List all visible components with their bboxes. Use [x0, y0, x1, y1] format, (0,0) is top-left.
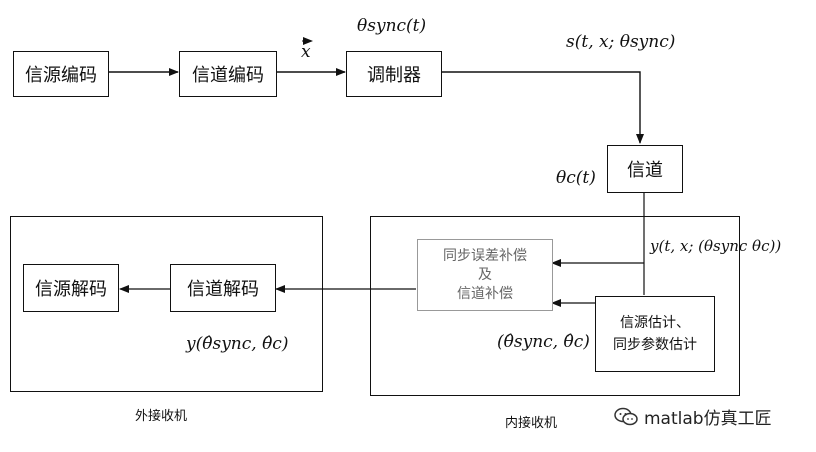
- watermark: matlab仿真工匠: [614, 404, 772, 429]
- inner-receiver-frame: [370, 216, 740, 396]
- source-encoder-box: 信源编码: [13, 51, 109, 97]
- estimator-line1: 信源估计、: [620, 315, 690, 331]
- sync-compensation-box: 同步误差补偿 及 信道补偿: [417, 239, 553, 311]
- signal-s-label: s(t, x; θsync): [566, 32, 676, 52]
- arrow-modulator-to-channel: [441, 71, 644, 144]
- received-y-label: y(t, x; (θsync θc)): [650, 237, 782, 255]
- estimates-label: (θ̂sync, θ̂c): [497, 332, 590, 352]
- theta-sync-label: θsync(t): [357, 16, 427, 36]
- channel-decoder-box: 信道解码: [170, 264, 276, 312]
- theta-c-label: θc(t): [556, 168, 596, 188]
- sync-compensation-line1: 同步误差补偿: [443, 247, 527, 264]
- channel-box: 信道: [607, 145, 683, 193]
- outer-receiver-caption: 外接收机: [135, 409, 188, 424]
- inner-receiver-caption: 内接收机: [505, 416, 558, 431]
- outer-receiver-frame: [10, 216, 323, 392]
- sync-compensation-line2: 及: [478, 266, 492, 283]
- source-decoder-box: 信源解码: [23, 264, 119, 312]
- channel-encoder-box: 信道编码: [179, 51, 277, 97]
- x-vector-label: x: [301, 42, 311, 62]
- estimator-line2: 同步参数估计: [613, 337, 697, 353]
- watermark-text: matlab仿真工匠: [644, 409, 772, 429]
- wechat-icon: [614, 407, 638, 425]
- decoded-y-label: y(θ̂sync, θ̂c): [186, 334, 289, 354]
- sync-compensation-line3: 信道补偿: [457, 285, 513, 302]
- estimator-box: 信源估计、 同步参数估计: [595, 296, 715, 372]
- modulator-box: 调制器: [346, 51, 442, 97]
